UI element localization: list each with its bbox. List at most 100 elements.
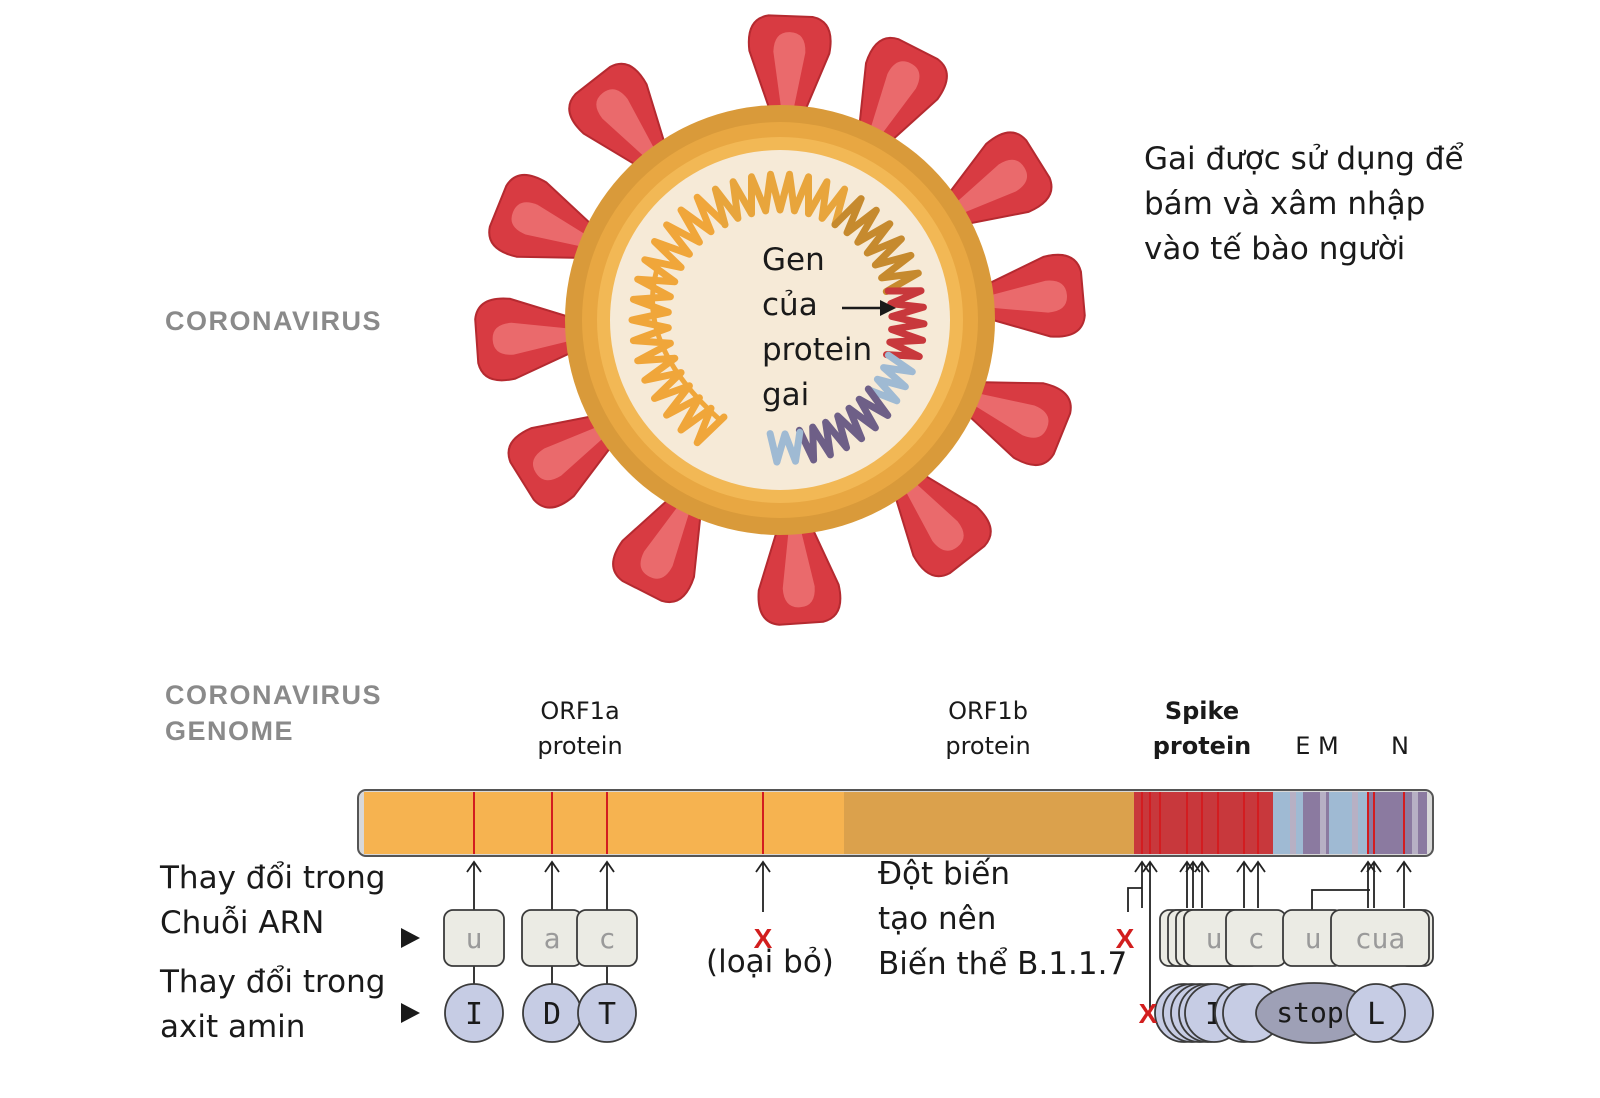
deletion-x-mark: X — [1116, 923, 1135, 954]
spike-protein — [955, 380, 1072, 466]
mutations-label-line1: Đột biến — [878, 856, 1011, 892]
elbow-connector — [1311, 889, 1370, 912]
up-arrow-icon — [1236, 860, 1252, 873]
elbow-connector — [1127, 887, 1142, 912]
spike-protein — [507, 412, 623, 509]
up-arrow-icon — [755, 860, 771, 873]
spike-protein — [889, 465, 992, 578]
rna-box-label: a — [544, 922, 561, 955]
rna-box-label: u — [466, 922, 483, 955]
rna-coil-blue — [866, 351, 916, 405]
gene-orf1b-line1: ORF1b — [948, 697, 1028, 725]
spike-highlight — [773, 32, 806, 111]
up-arrow-icon — [1134, 860, 1150, 873]
spike-protein — [474, 297, 588, 382]
gene-orf1b-line2: protein — [945, 732, 1031, 760]
rna-coil-orange-top — [711, 170, 849, 229]
up-arrow-icon — [1194, 860, 1210, 873]
up-arrow-icon — [1250, 860, 1266, 873]
amino-acid-label: D — [543, 997, 561, 1032]
spike-highlight — [532, 426, 606, 481]
stop-codon-label: stop — [1276, 996, 1343, 1029]
mutations-label-line2: tạo nên — [878, 901, 997, 937]
segment-orf1b — [844, 792, 1134, 854]
spike-protein — [757, 512, 842, 626]
spike-highlight — [782, 529, 815, 608]
spike-highlight — [988, 280, 1067, 313]
spike-protein — [612, 487, 704, 603]
rna-box-label: u — [1206, 922, 1223, 955]
spike-caption-line2: bám và xâm nhập — [1144, 186, 1426, 222]
rna-backbone — [650, 259, 722, 422]
triangle-pointer-icon — [401, 928, 420, 948]
genome-label-line1: CORONAVIRUS — [165, 680, 383, 710]
gene-spike-line1: Spike — [1164, 697, 1240, 725]
gene-spike-line2: protein — [1152, 732, 1252, 760]
spike-highlight — [492, 322, 571, 355]
up-arrow-icon — [599, 860, 615, 873]
gene-label-line3: protein — [762, 332, 873, 368]
gene-n-label: N — [1391, 732, 1409, 760]
gene-label-line2: của — [762, 287, 818, 323]
spike-protein — [568, 62, 671, 175]
segment-stripe — [1352, 792, 1358, 854]
spike-highlight — [972, 393, 1049, 438]
segment-e — [1273, 792, 1303, 854]
spike-protein — [937, 131, 1053, 228]
segment-orf1a — [364, 792, 844, 854]
gene-orf1a-line1: ORF1a — [540, 697, 620, 725]
aa-change-label-line1: Thay đổi trong — [160, 964, 386, 1000]
deletion-label: (loại bỏ) — [706, 944, 834, 980]
gene-label-line4: gai — [762, 377, 810, 413]
up-arrow-icon — [1396, 860, 1412, 873]
segment-spike — [1134, 792, 1273, 854]
amino-acid-circle — [1346, 983, 1406, 1043]
rna-coil-brown — [831, 195, 922, 295]
up-arrow-icon — [544, 860, 560, 873]
spike-protein — [488, 174, 605, 260]
amino-acid-label: L — [1367, 997, 1385, 1032]
rna-change-label-line1: Thay đổi trong — [160, 860, 386, 896]
spike-highlight — [511, 202, 588, 247]
spike-highlight — [904, 481, 964, 551]
spike-caption-line3: vào tế bào người — [1144, 231, 1406, 267]
spike-caption-line1: Gai được sử dụng để — [1144, 141, 1464, 177]
rna-coil-orange — [628, 193, 728, 447]
segment-stripe — [1290, 792, 1296, 854]
segment-stripe — [1320, 792, 1326, 854]
amino-acid-circle — [577, 983, 637, 1043]
triangle-pointer-icon — [401, 1003, 420, 1023]
right-arrow-icon — [880, 300, 896, 316]
rna-coil-purple — [795, 385, 892, 464]
mutations-label-line3: Biến thể B.1.1.7 — [878, 946, 1128, 982]
spike-highlight — [596, 89, 656, 159]
deletion-x-mark: X — [1139, 998, 1158, 1029]
segment-n — [1369, 792, 1427, 854]
up-arrow-icon — [1360, 860, 1376, 873]
spike-protein — [747, 14, 832, 127]
up-arrow-icon — [1366, 860, 1382, 873]
genome-label-line2: GENOME — [165, 716, 295, 746]
rna-box — [443, 909, 505, 967]
rna-change-label-line2: Chuỗi ARN — [160, 905, 325, 941]
up-arrow-icon — [1179, 860, 1195, 873]
spike-highlight — [640, 504, 691, 579]
spike-highlight — [954, 159, 1028, 214]
segment-stripe — [1412, 792, 1418, 854]
rna-box — [576, 909, 638, 967]
rna-box-label: c — [1248, 922, 1265, 955]
rna-box — [1330, 909, 1430, 967]
spike-highlight — [869, 61, 920, 136]
rna-box-label: c — [599, 922, 616, 955]
deletion-x-mark: X — [754, 923, 773, 954]
coronavirus-particle — [474, 14, 1086, 626]
spike-protein — [972, 253, 1086, 338]
amino-acid-label: T — [598, 997, 616, 1032]
rna-box-label: cua — [1355, 922, 1406, 955]
up-arrow-icon — [466, 860, 482, 873]
rna-coil-blue-end — [766, 428, 804, 466]
amino-acid-label: I — [465, 997, 483, 1032]
